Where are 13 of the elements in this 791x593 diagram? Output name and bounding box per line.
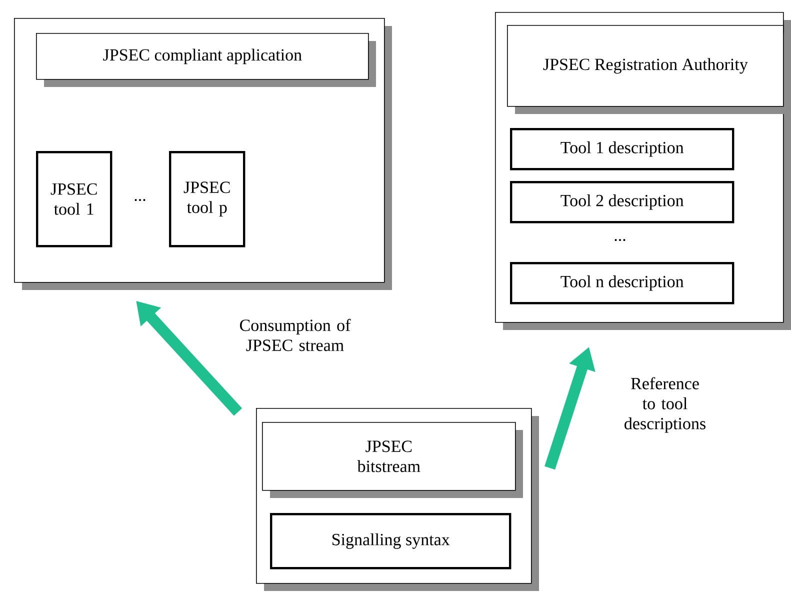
text-box: JPSEC Registration Authority (507, 25, 791, 114)
edge-label: Reference to tool descriptions (624, 377, 706, 433)
text-box: JPSEC compliant application (36, 33, 376, 87)
text-box: JPSEC tool p (169, 151, 246, 248)
ellipsis: ... (134, 198, 146, 201)
text-box: Signalling syntax (270, 513, 512, 570)
ellipsis: ... (614, 238, 626, 241)
edge-label: Consumption of JPSEC stream (240, 318, 351, 352)
text-box: JPSEC tool 1 (36, 151, 112, 248)
text-box: Tool n description (510, 262, 734, 304)
text-box: Tool 2 description (510, 181, 734, 224)
text-box: Tool 1 description (510, 128, 734, 170)
text-box: JPSEC bitstream (262, 422, 523, 498)
